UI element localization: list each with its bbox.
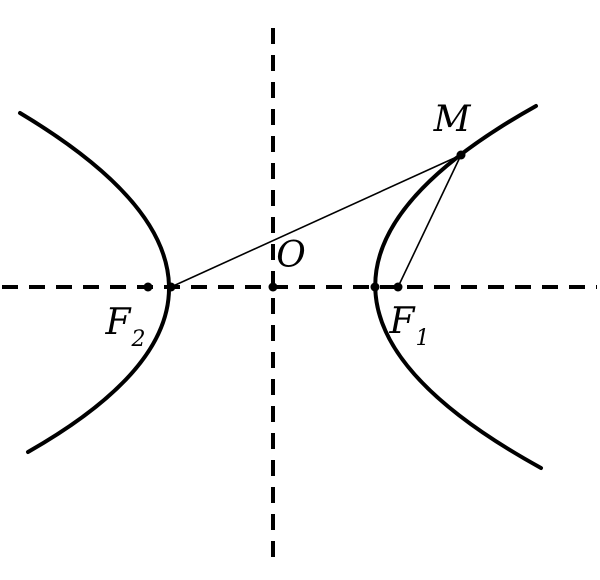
point-m xyxy=(456,150,466,160)
label-m-text: M xyxy=(433,99,471,140)
label-f2-sub: 2 xyxy=(131,327,146,353)
label-f1-sub: 1 xyxy=(415,326,430,352)
label-m: M xyxy=(434,102,471,138)
point-left-vertex xyxy=(166,282,176,292)
label-o: O xyxy=(276,238,306,274)
point-f2 xyxy=(143,282,153,292)
point-origin xyxy=(268,282,278,292)
label-f2: F2 xyxy=(105,302,146,351)
hyperbola-left-branch xyxy=(18,111,171,454)
label-o-text: O xyxy=(276,235,306,276)
point-right-vertex xyxy=(370,282,380,292)
label-f1-main: F xyxy=(389,301,415,342)
segment-m-to-f2 xyxy=(170,154,462,288)
segment-m-to-f1 xyxy=(397,154,462,288)
label-f2-main: F xyxy=(105,302,131,343)
point-f1 xyxy=(393,282,403,292)
label-f1: F1 xyxy=(389,301,430,350)
